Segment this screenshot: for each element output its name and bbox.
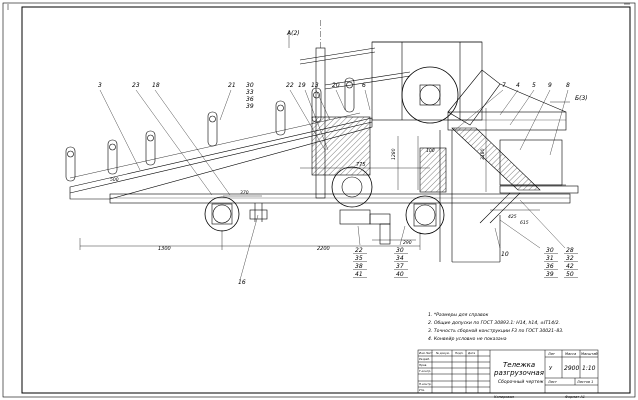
- row-1: Разраб.: [419, 357, 430, 361]
- row-4: Н.контр.: [419, 382, 432, 386]
- sheet-label: Лист: [547, 380, 558, 384]
- dimension-lines: [79, 30, 570, 250]
- stack-callout-30: 30: [396, 247, 404, 254]
- row-5: Утв.: [419, 388, 425, 392]
- section-mark-a: A(2): [286, 30, 300, 37]
- dim-2200: 2200: [317, 246, 330, 252]
- col-lit: Лит: [547, 352, 556, 356]
- dim-425: 425: [508, 214, 517, 220]
- note-2: 2. Общие допуски по ГОСТ 30893.1: H14, h…: [428, 320, 560, 326]
- stack-callout-30: 30: [546, 247, 554, 254]
- leader-lines: [99, 89, 569, 281]
- stack-callout-32: 32: [566, 255, 574, 262]
- technical-notes: 1. *Размеры для справок 2. Общие допуски…: [428, 312, 564, 342]
- callout-18: 18: [152, 82, 160, 89]
- title-line-1: Тележка: [503, 361, 535, 369]
- callout-7: 7: [502, 82, 506, 89]
- note-1: 1. *Размеры для справок: [428, 312, 489, 318]
- row-2: Пров.: [419, 363, 427, 367]
- col-date: Дата: [467, 351, 476, 355]
- idler-rollers: [65, 77, 355, 182]
- callout-5: 5: [532, 82, 536, 89]
- note-3: 3. Точность сборной конструкции F3 по ГО…: [428, 328, 564, 334]
- row-0: Изм Лист: [419, 351, 433, 355]
- trolley-drawing: [65, 20, 579, 263]
- stack-callout-36: 36: [546, 263, 554, 270]
- stack-callout-39: 39: [546, 271, 554, 278]
- callout-19: 19: [298, 82, 306, 89]
- col-scale: Масштаб: [581, 352, 598, 356]
- dim-500: 500: [110, 177, 119, 183]
- dim-370: 370: [240, 190, 249, 196]
- stack-callout-22: 22: [355, 247, 363, 254]
- dim-100: 100: [426, 148, 435, 154]
- callout-8: 8: [566, 82, 570, 89]
- dim-290: 290: [403, 240, 412, 246]
- callout-20: 20: [332, 82, 340, 89]
- stack-callout-42: 42: [566, 263, 574, 270]
- callout-21: 21: [228, 82, 236, 89]
- copied-label: Копировал: [494, 395, 515, 399]
- dim-1300: 1300: [158, 246, 171, 252]
- callout-22: 22: [286, 82, 294, 89]
- stack-callout-37: 37: [396, 263, 404, 270]
- dim-615: 615: [520, 220, 529, 226]
- col-mass: Масса: [565, 352, 576, 356]
- row-3: Т.контр.: [419, 369, 431, 373]
- section-mark-b: Б(3): [575, 95, 588, 102]
- callout-16: 16: [238, 279, 246, 286]
- callout-23: 23: [132, 82, 140, 89]
- note-4: 4. Конвейр условно не показана: [428, 336, 507, 342]
- stack-callout-28: 28: [566, 247, 574, 254]
- callout-30: 30: [246, 82, 254, 89]
- inner-frame: [21, 6, 631, 394]
- callout-3: 3: [98, 82, 102, 89]
- stack-callout-31: 31: [546, 255, 554, 262]
- title-subtitle: Сборочный чертеж: [498, 379, 544, 385]
- col-doc: № докум.: [435, 351, 450, 355]
- callout-9: 9: [548, 82, 552, 89]
- stack-callout-40: 40: [396, 271, 404, 278]
- stack-callout-38: 38: [355, 263, 363, 270]
- col-sign: Подп.: [455, 351, 464, 355]
- dim-775: 775: [356, 162, 366, 168]
- stack-callout-50: 50: [566, 271, 574, 278]
- scale-value: 1:10: [582, 365, 596, 372]
- lit-value: У: [549, 366, 553, 372]
- callout-39: 39: [246, 103, 254, 110]
- mass-value: 2900: [564, 365, 579, 372]
- dim-3180: 3180: [480, 148, 486, 160]
- sheets-label: Листов 1: [576, 380, 593, 384]
- callout-13: 13: [311, 82, 319, 89]
- callout-33: 33: [246, 89, 254, 96]
- callout-6: 6: [362, 82, 366, 89]
- callout-10: 10: [501, 251, 509, 258]
- stack-callout-41: 41: [355, 271, 363, 278]
- format-label: Формат A1: [565, 395, 585, 399]
- title-block: [417, 349, 599, 394]
- stack-callout-34: 34: [396, 255, 404, 262]
- callout-36: 36: [246, 96, 254, 103]
- stack-callout-35: 35: [355, 255, 363, 262]
- callout-4: 4: [516, 82, 520, 89]
- dim-1280: 1280: [391, 148, 397, 160]
- title-line-2: разгрузочная: [493, 369, 544, 377]
